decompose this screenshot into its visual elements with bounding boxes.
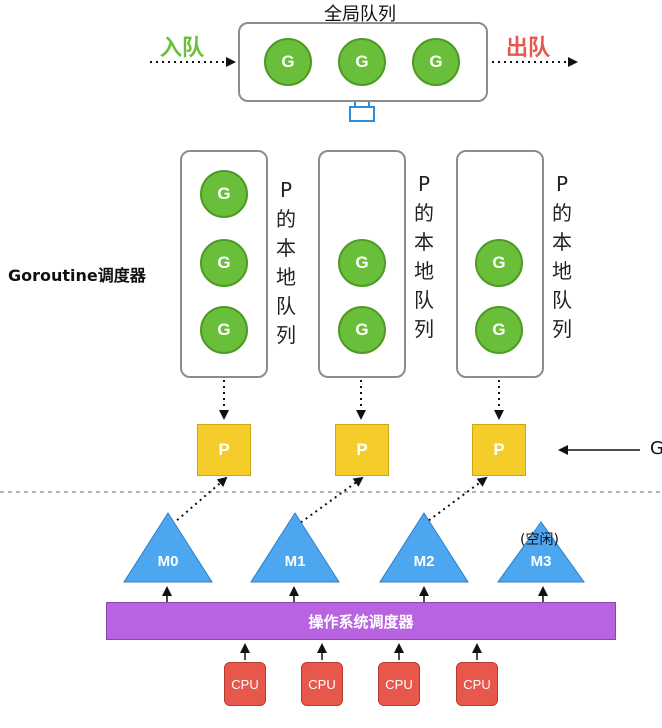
scheduler-label: Goroutine调度器 — [8, 266, 146, 285]
processor-p3: P — [472, 424, 526, 476]
thread-m0-label: M0 — [157, 553, 179, 570]
thread-m2-label: M2 — [413, 553, 435, 570]
local-queue-label-2: P 的 本 地 队 列 — [414, 172, 434, 341]
cpu-3: CPU — [378, 662, 420, 706]
right-edge-label: G — [650, 438, 662, 459]
cpu-2: CPU — [301, 662, 343, 706]
enqueue-label: 入队 — [160, 36, 205, 61]
processor-p1: P — [197, 424, 251, 476]
cpu-4: CPU — [456, 662, 498, 706]
os-scheduler-bar: 操作系统调度器 — [106, 602, 616, 640]
local-goroutine: G — [338, 239, 386, 287]
dequeue-label: 出队 — [506, 36, 551, 61]
thread-m0-shape — [123, 512, 213, 583]
thread-m3-label: M3 — [530, 553, 552, 570]
local-queue-label-1: P 的 本 地 队 列 — [276, 178, 296, 347]
global-goroutine: G — [412, 38, 460, 86]
cpu-1: CPU — [224, 662, 266, 706]
m0-to-p-arrow — [167, 476, 228, 529]
local-goroutine: G — [200, 306, 248, 354]
processor-p2: P — [335, 424, 389, 476]
global-goroutine: G — [338, 38, 386, 86]
global-goroutine: G — [264, 38, 312, 86]
os-scheduler-label: 操作系统调度器 — [308, 612, 414, 631]
thread-m3-status: (空闲) — [520, 532, 559, 548]
local-goroutine: G — [475, 239, 523, 287]
m1-to-p-arrow — [295, 476, 364, 527]
thread-m2-shape — [379, 512, 469, 583]
thread-m1-shape — [250, 512, 340, 583]
local-goroutine: G — [200, 170, 248, 218]
local-goroutine: G — [200, 239, 248, 287]
local-queue-label-3: P 的 本 地 队 列 — [552, 172, 572, 341]
global-queue-title: 全局队列 — [324, 4, 396, 25]
local-goroutine: G — [338, 306, 386, 354]
m2-to-p-arrow — [423, 476, 488, 525]
thread-m1-label: M1 — [284, 553, 306, 570]
thread-m3-shape — [497, 521, 585, 583]
local-goroutine: G — [475, 306, 523, 354]
